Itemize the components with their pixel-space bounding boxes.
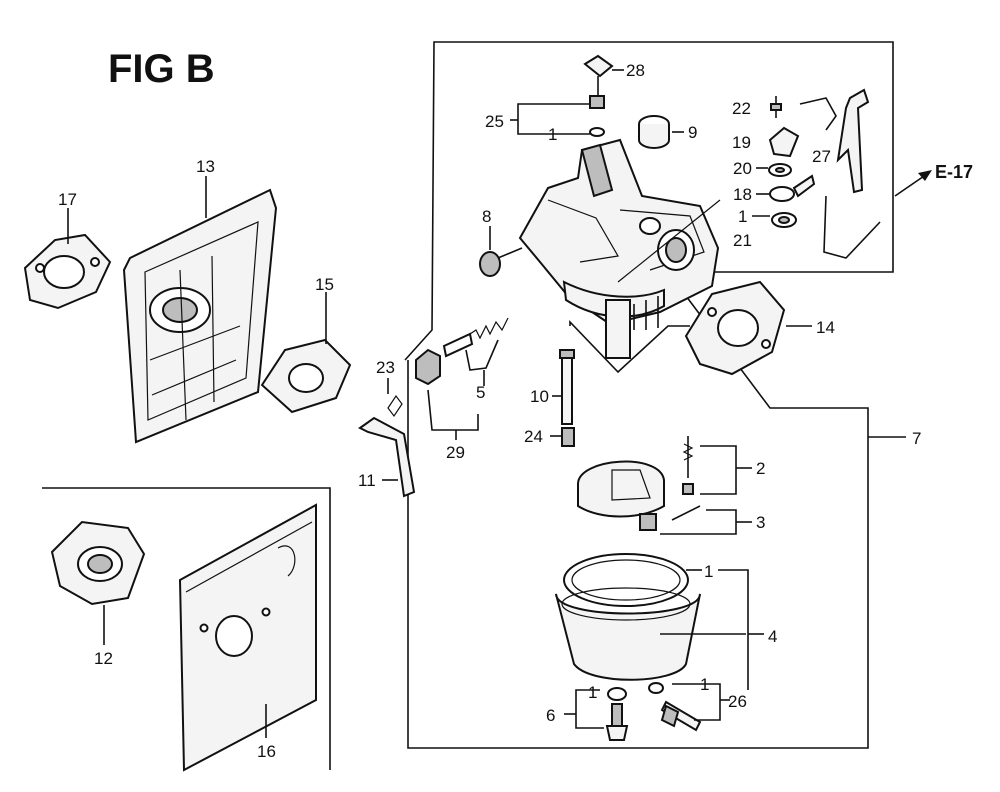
callout-16: 16 <box>257 742 276 761</box>
part-20-washer <box>768 163 792 177</box>
callout-15: 15 <box>315 275 334 294</box>
callout-28: 28 <box>626 61 645 80</box>
part-27-choke-shaft <box>836 88 870 194</box>
upper-frame <box>404 41 894 361</box>
callout-25: 25 <box>485 112 504 131</box>
part-5-screw-spring <box>442 317 509 358</box>
callout-3: 3 <box>756 513 765 532</box>
callout-27: 27 <box>812 147 831 166</box>
callout-19: 19 <box>732 133 751 152</box>
part-14-gasket <box>684 280 786 376</box>
figure-title: FIG B <box>108 47 215 91</box>
part-28-screw <box>583 54 614 96</box>
part-19-choke-lever <box>768 126 800 158</box>
callout-10: 10 <box>530 387 549 406</box>
part-16-plate <box>178 503 317 772</box>
callout-1-choke: 1 <box>738 207 747 226</box>
part-2-float-pin <box>682 436 694 495</box>
callout-7: 7 <box>912 429 921 448</box>
part-18-spring <box>769 174 816 202</box>
callout-14: 14 <box>816 318 835 337</box>
callout-5: 5 <box>476 383 485 402</box>
callout-17: 17 <box>58 190 77 209</box>
part-22-screw <box>770 96 782 118</box>
callout-8: 8 <box>482 207 491 226</box>
part-10-nozzle <box>559 349 575 425</box>
part-25-screw <box>589 95 605 137</box>
left-separator <box>42 487 331 770</box>
callout-13: 13 <box>196 157 215 176</box>
part-11-throttle-rod <box>358 416 416 498</box>
lower-frame <box>407 271 869 749</box>
callout-20: 20 <box>733 159 752 178</box>
part-23-clip <box>387 394 403 418</box>
callout-9: 9 <box>688 123 697 142</box>
reference-arrow-line <box>894 173 928 197</box>
part-8-pilot-screw <box>479 247 523 277</box>
callout-23: 23 <box>376 358 395 377</box>
callout-18: 18 <box>733 185 752 204</box>
reference-arrow-icon <box>918 170 932 181</box>
part-17-gasket <box>23 233 112 310</box>
callout-24: 24 <box>524 427 543 446</box>
part-3-float <box>577 460 701 531</box>
callout-21: 21 <box>733 231 752 250</box>
part-4-float-bowl <box>555 553 701 681</box>
part-21-seal <box>771 212 797 228</box>
part-7-carburetor-body <box>518 138 720 359</box>
part-12-spacer <box>50 520 146 606</box>
callout-11: 11 <box>358 471 376 490</box>
reference-label: E-17 <box>935 162 973 182</box>
callout-1-bolt: 1 <box>700 675 709 694</box>
callout-29: 29 <box>446 443 465 462</box>
part-9-cap <box>638 115 670 149</box>
callout-12: 12 <box>94 649 113 668</box>
callout-4: 4 <box>768 627 777 646</box>
callout-1-top: 1 <box>548 125 557 144</box>
callout-26: 26 <box>728 692 747 711</box>
callout-2: 2 <box>756 459 765 478</box>
part-13-insulator <box>122 188 278 444</box>
part-6-bowl-bolt <box>605 687 629 741</box>
callout-6: 6 <box>546 706 555 725</box>
part-29-throttle-stop <box>415 348 441 386</box>
part-24-main-jet <box>561 427 575 447</box>
callout-22: 22 <box>732 99 751 118</box>
callout-1-drain: 1 <box>588 683 597 702</box>
callout-1-gasket: 1 <box>704 562 713 581</box>
part-26-drain-bolt <box>648 682 702 732</box>
part-15-gasket <box>260 338 352 414</box>
